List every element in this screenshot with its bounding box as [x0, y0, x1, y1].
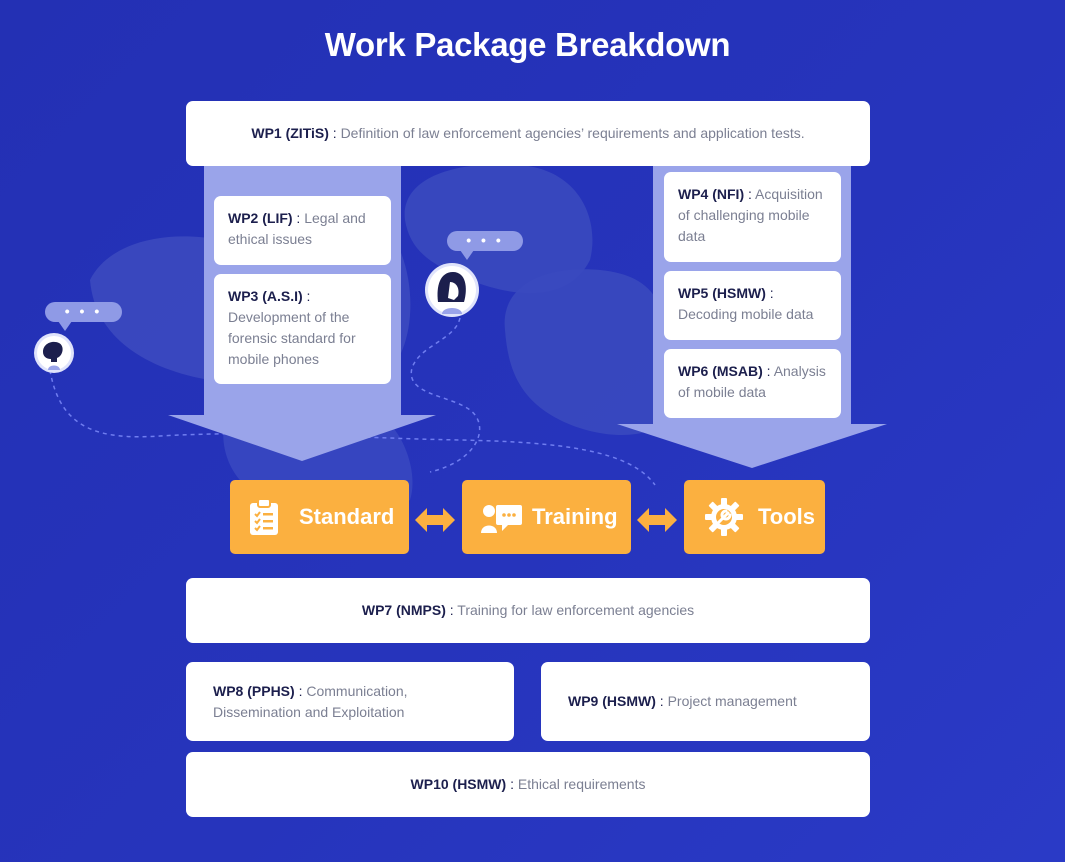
gear-wrench-icon	[705, 498, 743, 536]
wp7-code: WP7 (NMPS)	[361, 602, 446, 618]
wp7-description: Training for law enforcement agencies	[457, 602, 695, 618]
wp8-description: Communication, Dissemination and Exploit…	[213, 683, 408, 720]
wp10-separator: :	[506, 776, 518, 792]
wp8-code: WP8 (PPHS)	[213, 683, 295, 699]
page-title: Work Package Breakdown	[324, 26, 731, 63]
wp1-separator: :	[328, 125, 341, 141]
right-down-arrow	[617, 424, 887, 468]
dashed-path-center	[410, 317, 481, 473]
wp10-card: WP10 (HSMW) : Ethical requirements	[186, 752, 870, 817]
wp6-separator: :	[762, 363, 774, 379]
speech-bubble-right: • • •	[447, 231, 523, 251]
speech-bubble-left: • • •	[45, 302, 122, 322]
double-arrow-standard-training	[415, 508, 455, 532]
speech-bubble-left-tail	[58, 321, 72, 331]
wp9-description: Project management	[667, 693, 797, 709]
chat-people-icon	[481, 505, 522, 533]
tools-box: Tools	[684, 480, 825, 554]
wp3-description: Development of the forensic standard for…	[228, 309, 356, 367]
wp10-description: Ethical requirements	[517, 776, 646, 792]
wp9-separator: :	[655, 693, 668, 709]
speech-bubble-left-dots: • • •	[64, 303, 103, 319]
wp3-separator: :	[302, 288, 311, 304]
wp6-card: WP6 (MSAB) : Analysis of mobile data	[664, 349, 841, 418]
wp8-card: WP8 (PPHS) : Communication, Disseminatio…	[186, 662, 514, 741]
wp7-card: WP7 (NMPS) : Training for law enforcemen…	[186, 578, 870, 643]
background-blob-center	[404, 164, 593, 294]
wp4-separator: :	[744, 186, 756, 202]
standard-label: Standard	[299, 504, 395, 529]
wp1-description: Definition of law enforcement agencies’ …	[340, 125, 805, 141]
wp4-card: WP4 (NFI) : Acquisition of challenging m…	[664, 172, 841, 262]
wp1-code: WP1 (ZITiS)	[251, 125, 329, 141]
speech-bubble-right-dots: • • •	[466, 232, 504, 248]
standard-box: Standard	[230, 480, 409, 554]
wp4-code: WP4 (NFI)	[678, 186, 745, 202]
man-avatar-icon	[34, 333, 74, 373]
wp7-separator: :	[445, 602, 458, 618]
training-box: Training	[462, 480, 631, 554]
wp4-description: Acquisition of challenging mobile data	[678, 186, 823, 244]
wp3-code: WP3 (A.S.I)	[228, 288, 303, 304]
wp1-card: WP1 (ZITiS) : Definition of law enforcem…	[186, 101, 870, 166]
wp10-code: WP10 (HSMW)	[410, 776, 507, 792]
wp6-description: Analysis of mobile data	[678, 363, 826, 400]
wp5-description: Decoding mobile data	[678, 306, 814, 322]
wp9-code: WP9 (HSMW)	[568, 693, 656, 709]
wp9-card: WP9 (HSMW) : Project management	[541, 662, 870, 741]
wp6-code: WP6 (MSAB)	[678, 363, 763, 379]
wp2-card: WP2 (LIF) : Legal and ethical issues	[214, 196, 391, 265]
background-blob-right	[504, 269, 666, 435]
wp8-separator: :	[294, 683, 307, 699]
wp2-separator: :	[292, 210, 305, 226]
wp2-description: Legal and ethical issues	[228, 210, 366, 247]
speech-bubble-right-tail	[460, 250, 474, 260]
wp2-code: WP2 (LIF)	[228, 210, 293, 226]
clipboard-checklist-icon	[250, 498, 278, 535]
wp3-card: WP3 (A.S.I) : Development of the forensi…	[214, 274, 391, 384]
woman-avatar-icon	[425, 263, 479, 317]
left-down-arrow	[168, 415, 436, 461]
training-label: Training	[532, 504, 618, 529]
wp5-card: WP5 (HSMW) : Decoding mobile data	[664, 271, 841, 340]
wp5-separator: :	[765, 285, 774, 301]
dashed-path-left	[49, 369, 656, 486]
double-arrow-training-tools	[637, 508, 677, 532]
tools-label: Tools	[758, 504, 816, 529]
wp5-code: WP5 (HSMW)	[678, 285, 766, 301]
